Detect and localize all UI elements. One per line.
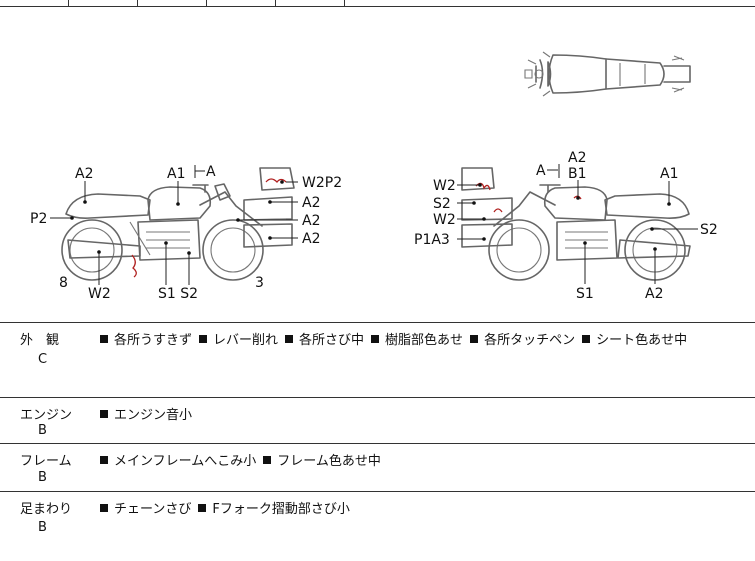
section-items: エンジン音小 <box>100 404 199 423</box>
section-row-suspension: 足まわり B チェーンさび Fフォーク摺動部さび小 <box>0 492 755 561</box>
label-left-a2-r1: A2 <box>302 195 320 211</box>
bullet-square-icon <box>100 456 108 464</box>
condition-item: メインフレームへこみ小 <box>100 454 256 469</box>
bullet-square-icon <box>582 335 591 343</box>
right-leader-lines <box>457 164 698 284</box>
section-row-frame: フレーム B メインフレームへこみ小フレーム色あせ中 <box>0 444 755 492</box>
section-name: 外 観 <box>20 333 60 348</box>
label-left-a2-top: A2 <box>75 166 93 182</box>
label-left-a2-r3: A2 <box>302 231 320 247</box>
label-left-a: A <box>206 164 216 180</box>
label-right-a1: A1 <box>660 166 678 182</box>
label-right-s2-left: S2 <box>433 196 451 212</box>
section-items: メインフレームへこみ小フレーム色あせ中 <box>100 450 388 469</box>
motorcycle-diagram-svg: A2 A1 A W2P2 A2 A2 A2 P2 8 W2 S1 S2 3 A2… <box>30 51 718 302</box>
section-name: フレーム <box>20 454 72 469</box>
bullet-square-icon <box>100 335 108 343</box>
bullet-square-icon <box>198 504 207 512</box>
label-right-b1: B1 <box>568 166 587 182</box>
motorcycle-top-view <box>524 51 691 97</box>
label-left-3: 3 <box>255 275 264 291</box>
label-right-w2-top: W2 <box>433 178 456 194</box>
section-grade: B <box>38 423 47 438</box>
damage-diagram: A2 A1 A W2P2 A2 A2 A2 P2 8 W2 S1 S2 3 A2… <box>0 7 755 323</box>
label-right-a2-top: A2 <box>568 150 586 166</box>
bullet-square-icon <box>263 456 272 464</box>
label-right-a2-bottom: A2 <box>645 286 663 302</box>
label-left-w2: W2 <box>88 286 111 302</box>
section-grade: B <box>38 470 47 485</box>
bullet-square-icon <box>199 335 208 343</box>
label-left-w2p2: W2P2 <box>302 175 342 191</box>
condition-item: レバー削れ <box>199 333 278 348</box>
condition-item: 各所さび中 <box>285 333 364 348</box>
condition-item: Fフォーク摺動部さび小 <box>198 502 350 517</box>
bullet-square-icon <box>470 335 479 343</box>
motorcycle-right-view <box>461 167 691 281</box>
section-name: エンジン <box>20 408 73 423</box>
label-left-a2-r2: A2 <box>302 213 320 229</box>
section-name: 足まわり <box>20 502 73 517</box>
condition-item: シート色あせ中 <box>582 333 687 348</box>
label-left-a1: A1 <box>167 166 185 182</box>
bullet-square-icon <box>100 410 108 418</box>
top-table-strip <box>0 0 755 7</box>
condition-item: フレーム色あせ中 <box>263 454 381 469</box>
bullet-square-icon <box>100 504 108 512</box>
section-row-exterior: 外 観 C 各所うすきずレバー削れ各所さび中樹脂部色あせ各所タッチペンシート色あ… <box>0 323 755 398</box>
section-grade: C <box>38 352 48 367</box>
section-row-engine: エンジン B エンジン音小 <box>0 398 755 444</box>
strip-cell <box>207 0 276 7</box>
label-left-8: 8 <box>59 275 68 291</box>
section-grade: B <box>38 520 47 535</box>
label-right-w2-mid: W2 <box>433 212 456 228</box>
motorcycle-left-view <box>61 167 295 281</box>
label-right-s2-right: S2 <box>700 222 718 238</box>
left-leader-lines <box>50 165 298 285</box>
label-left-s1s2: S1 S2 <box>158 286 198 302</box>
strip-cell <box>69 0 138 7</box>
strip-cell <box>276 0 345 7</box>
section-items: 各所うすきずレバー削れ各所さび中樹脂部色あせ各所タッチペンシート色あせ中 <box>100 329 694 348</box>
condition-item: 各所タッチペン <box>470 333 575 348</box>
bullet-square-icon <box>371 335 380 343</box>
bullet-square-icon <box>285 335 294 343</box>
strip-cell <box>138 0 207 7</box>
label-left-p2: P2 <box>30 211 47 227</box>
condition-item: 樹脂部色あせ <box>371 333 463 348</box>
condition-item: 各所うすきず <box>100 333 192 348</box>
condition-item: エンジン音小 <box>100 408 192 423</box>
label-right-p1a3: P1A3 <box>414 232 450 248</box>
condition-item: チェーンさび <box>100 502 191 517</box>
label-right-a: A <box>536 163 546 179</box>
strip-cell <box>0 0 69 7</box>
label-right-s1: S1 <box>576 286 594 302</box>
section-items: チェーンさび Fフォーク摺動部さび小 <box>100 498 357 517</box>
